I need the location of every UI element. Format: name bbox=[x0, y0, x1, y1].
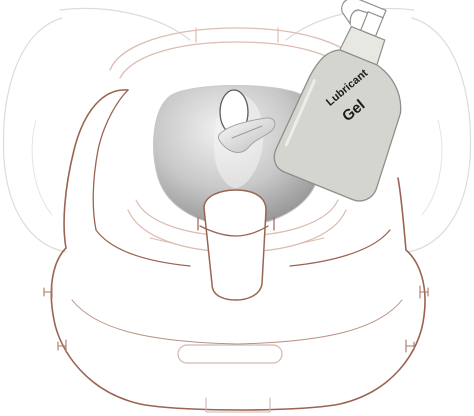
lower-lobe bbox=[198, 190, 274, 300]
bottom-slot bbox=[178, 345, 282, 412]
